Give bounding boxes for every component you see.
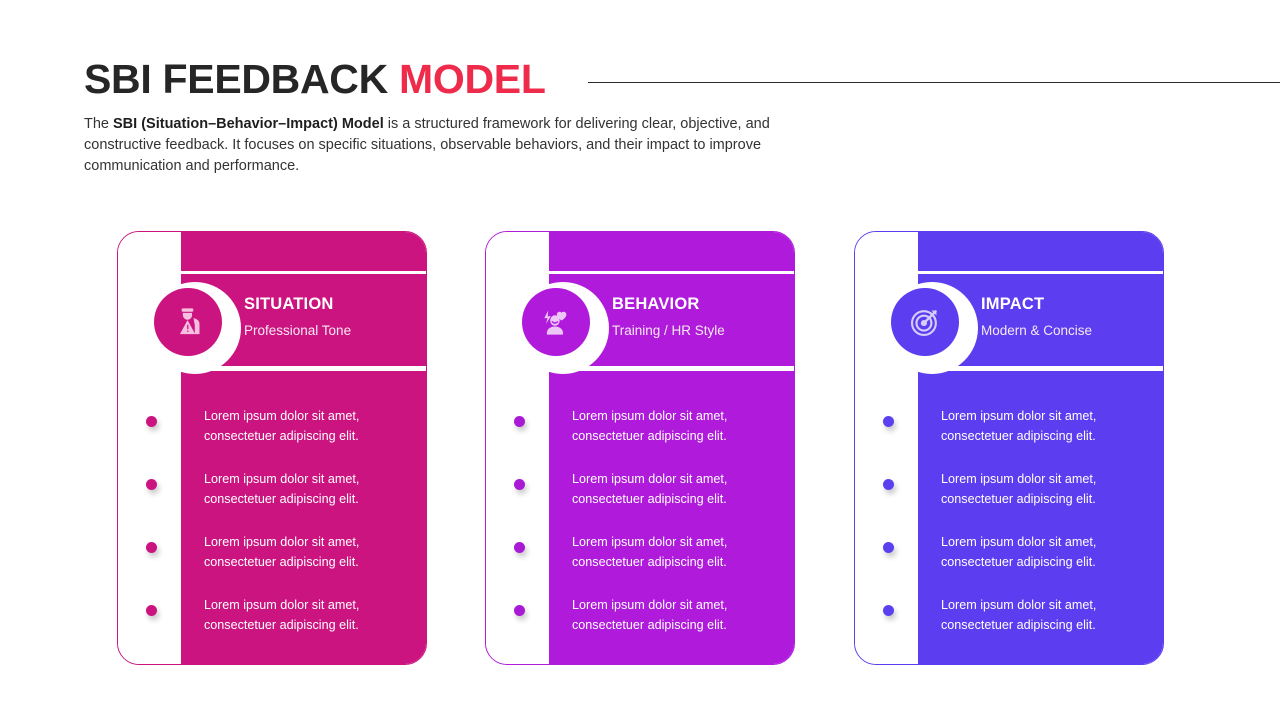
list-item-line2: consectetuer adipiscing elit. xyxy=(572,618,727,632)
list-item-text: Lorem ipsum dolor sit amet, consectetuer… xyxy=(941,595,1149,635)
panel-separator-top xyxy=(548,271,794,274)
list-item[interactable]: Lorem ipsum dolor sit amet, consectetuer… xyxy=(855,461,1163,524)
list-item-line1: Lorem ipsum dolor sit amet, xyxy=(572,598,728,612)
intro-lead: The xyxy=(84,116,114,132)
bullet-dot xyxy=(514,542,525,553)
person-energy-heart-icon xyxy=(522,288,590,356)
list-item-text: Lorem ipsum dolor sit amet, consectetuer… xyxy=(941,469,1149,509)
panel-separator-top xyxy=(180,271,426,274)
card-heading-group: IMPACT Modern & Concise xyxy=(981,294,1157,340)
intro-rest: is a structured framework for delivering… xyxy=(84,116,770,174)
card-situation[interactable]: SITUATION Professional Tone Lorem ipsum … xyxy=(117,231,427,665)
list-item-text: Lorem ipsum dolor sit amet, consectetuer… xyxy=(572,406,780,446)
list-item-line2: consectetuer adipiscing elit. xyxy=(572,555,727,569)
list-item-text: Lorem ipsum dolor sit amet, consectetuer… xyxy=(572,469,780,509)
list-item-line1: Lorem ipsum dolor sit amet, xyxy=(941,472,1097,486)
list-item-text: Lorem ipsum dolor sit amet, consectetuer… xyxy=(941,532,1149,572)
panel-separator-bottom xyxy=(917,366,1163,371)
list-item-line2: consectetuer adipiscing elit. xyxy=(572,492,727,506)
intro-paragraph: The SBI (Situation–Behavior–Impact) Mode… xyxy=(84,114,824,177)
panel-separator-bottom xyxy=(180,366,426,371)
list-item-line1: Lorem ipsum dolor sit amet, xyxy=(204,535,360,549)
card-heading-group: BEHAVIOR Training / HR Style xyxy=(612,294,788,340)
bullet-dot xyxy=(514,416,525,427)
list-item[interactable]: Lorem ipsum dolor sit amet, consectetuer… xyxy=(855,398,1163,461)
card-title: SITUATION xyxy=(244,295,334,313)
page-title-main: SBI FEEDBACK xyxy=(84,55,400,102)
card-subtitle: Training / HR Style xyxy=(612,323,725,338)
list-item-text: Lorem ipsum dolor sit amet, consectetuer… xyxy=(204,406,412,446)
bullet-dot xyxy=(883,605,894,616)
list-item-line2: consectetuer adipiscing elit. xyxy=(204,555,359,569)
title-rule xyxy=(587,81,1280,83)
target-arrow-icon xyxy=(891,288,959,356)
bullet-dot xyxy=(883,542,894,553)
list-item-text: Lorem ipsum dolor sit amet, consectetuer… xyxy=(572,595,780,635)
bullet-dot xyxy=(146,605,157,616)
list-item-line2: consectetuer adipiscing elit. xyxy=(572,429,727,443)
bullet-dot xyxy=(146,542,157,553)
intro-bold-term: SBI (Situation–Behavior–Impact) Model xyxy=(113,116,384,132)
card-subtitle: Professional Tone xyxy=(244,323,352,338)
page-title-accent: MODEL xyxy=(399,55,546,102)
list-item[interactable]: Lorem ipsum dolor sit amet, consectetuer… xyxy=(486,587,794,650)
bullet-dot xyxy=(514,479,525,490)
panel-separator-bottom xyxy=(548,366,794,371)
list-item-line2: consectetuer adipiscing elit. xyxy=(941,555,1096,569)
list-item-text: Lorem ipsum dolor sit amet, consectetuer… xyxy=(572,532,780,572)
list-item-line2: consectetuer adipiscing elit. xyxy=(941,429,1096,443)
list-item[interactable]: Lorem ipsum dolor sit amet, consectetuer… xyxy=(486,461,794,524)
list-item-line1: Lorem ipsum dolor sit amet, xyxy=(572,535,728,549)
card-bullet-list: Lorem ipsum dolor sit amet, consectetuer… xyxy=(118,398,426,650)
list-item-line2: consectetuer adipiscing elit. xyxy=(941,492,1096,506)
list-item[interactable]: Lorem ipsum dolor sit amet, consectetuer… xyxy=(855,587,1163,650)
person-warning-icon xyxy=(154,288,222,356)
list-item-line1: Lorem ipsum dolor sit amet, xyxy=(572,409,728,423)
list-item-text: Lorem ipsum dolor sit amet, consectetuer… xyxy=(204,595,412,635)
card-title: BEHAVIOR xyxy=(612,295,700,313)
list-item-line2: consectetuer adipiscing elit. xyxy=(204,492,359,506)
list-item-text: Lorem ipsum dolor sit amet, consectetuer… xyxy=(941,406,1149,446)
list-item-text: Lorem ipsum dolor sit amet, consectetuer… xyxy=(204,469,412,509)
list-item[interactable]: Lorem ipsum dolor sit amet, consectetuer… xyxy=(486,398,794,461)
list-item-line2: consectetuer adipiscing elit. xyxy=(941,618,1096,632)
title-row: SBI FEEDBACK MODEL xyxy=(84,52,1280,106)
bullet-dot xyxy=(146,416,157,427)
list-item-text: Lorem ipsum dolor sit amet, consectetuer… xyxy=(204,532,412,572)
card-subtitle: Modern & Concise xyxy=(981,323,1093,338)
list-item-line1: Lorem ipsum dolor sit amet, xyxy=(941,598,1097,612)
page-title: SBI FEEDBACK MODEL xyxy=(84,55,546,102)
card-bullet-list: Lorem ipsum dolor sit amet, consectetuer… xyxy=(855,398,1163,650)
bullet-dot xyxy=(883,416,894,427)
list-item[interactable]: Lorem ipsum dolor sit amet, consectetuer… xyxy=(855,524,1163,587)
list-item-line1: Lorem ipsum dolor sit amet, xyxy=(941,409,1097,423)
card-title: IMPACT xyxy=(981,295,1045,313)
list-item-line2: consectetuer adipiscing elit. xyxy=(204,429,359,443)
list-item[interactable]: Lorem ipsum dolor sit amet, consectetuer… xyxy=(118,461,426,524)
list-item[interactable]: Lorem ipsum dolor sit amet, consectetuer… xyxy=(486,524,794,587)
panel-separator-top xyxy=(917,271,1163,274)
list-item-line1: Lorem ipsum dolor sit amet, xyxy=(204,472,360,486)
list-item-line1: Lorem ipsum dolor sit amet, xyxy=(204,598,360,612)
list-item-line1: Lorem ipsum dolor sit amet, xyxy=(941,535,1097,549)
list-item[interactable]: Lorem ipsum dolor sit amet, consectetuer… xyxy=(118,398,426,461)
card-impact[interactable]: IMPACT Modern & Concise Lorem ipsum dolo… xyxy=(854,231,1164,665)
card-heading-group: SITUATION Professional Tone xyxy=(244,294,420,340)
cards-container: SITUATION Professional Tone Lorem ipsum … xyxy=(0,231,1280,667)
bullet-dot xyxy=(514,605,525,616)
list-item-line1: Lorem ipsum dolor sit amet, xyxy=(204,409,360,423)
list-item-line1: Lorem ipsum dolor sit amet, xyxy=(572,472,728,486)
card-behavior[interactable]: BEHAVIOR Training / HR Style Lorem ipsum… xyxy=(485,231,795,665)
card-bullet-list: Lorem ipsum dolor sit amet, consectetuer… xyxy=(486,398,794,650)
list-item[interactable]: Lorem ipsum dolor sit amet, consectetuer… xyxy=(118,587,426,650)
list-item[interactable]: Lorem ipsum dolor sit amet, consectetuer… xyxy=(118,524,426,587)
bullet-dot xyxy=(146,479,157,490)
list-item-line2: consectetuer adipiscing elit. xyxy=(204,618,359,632)
bullet-dot xyxy=(883,479,894,490)
